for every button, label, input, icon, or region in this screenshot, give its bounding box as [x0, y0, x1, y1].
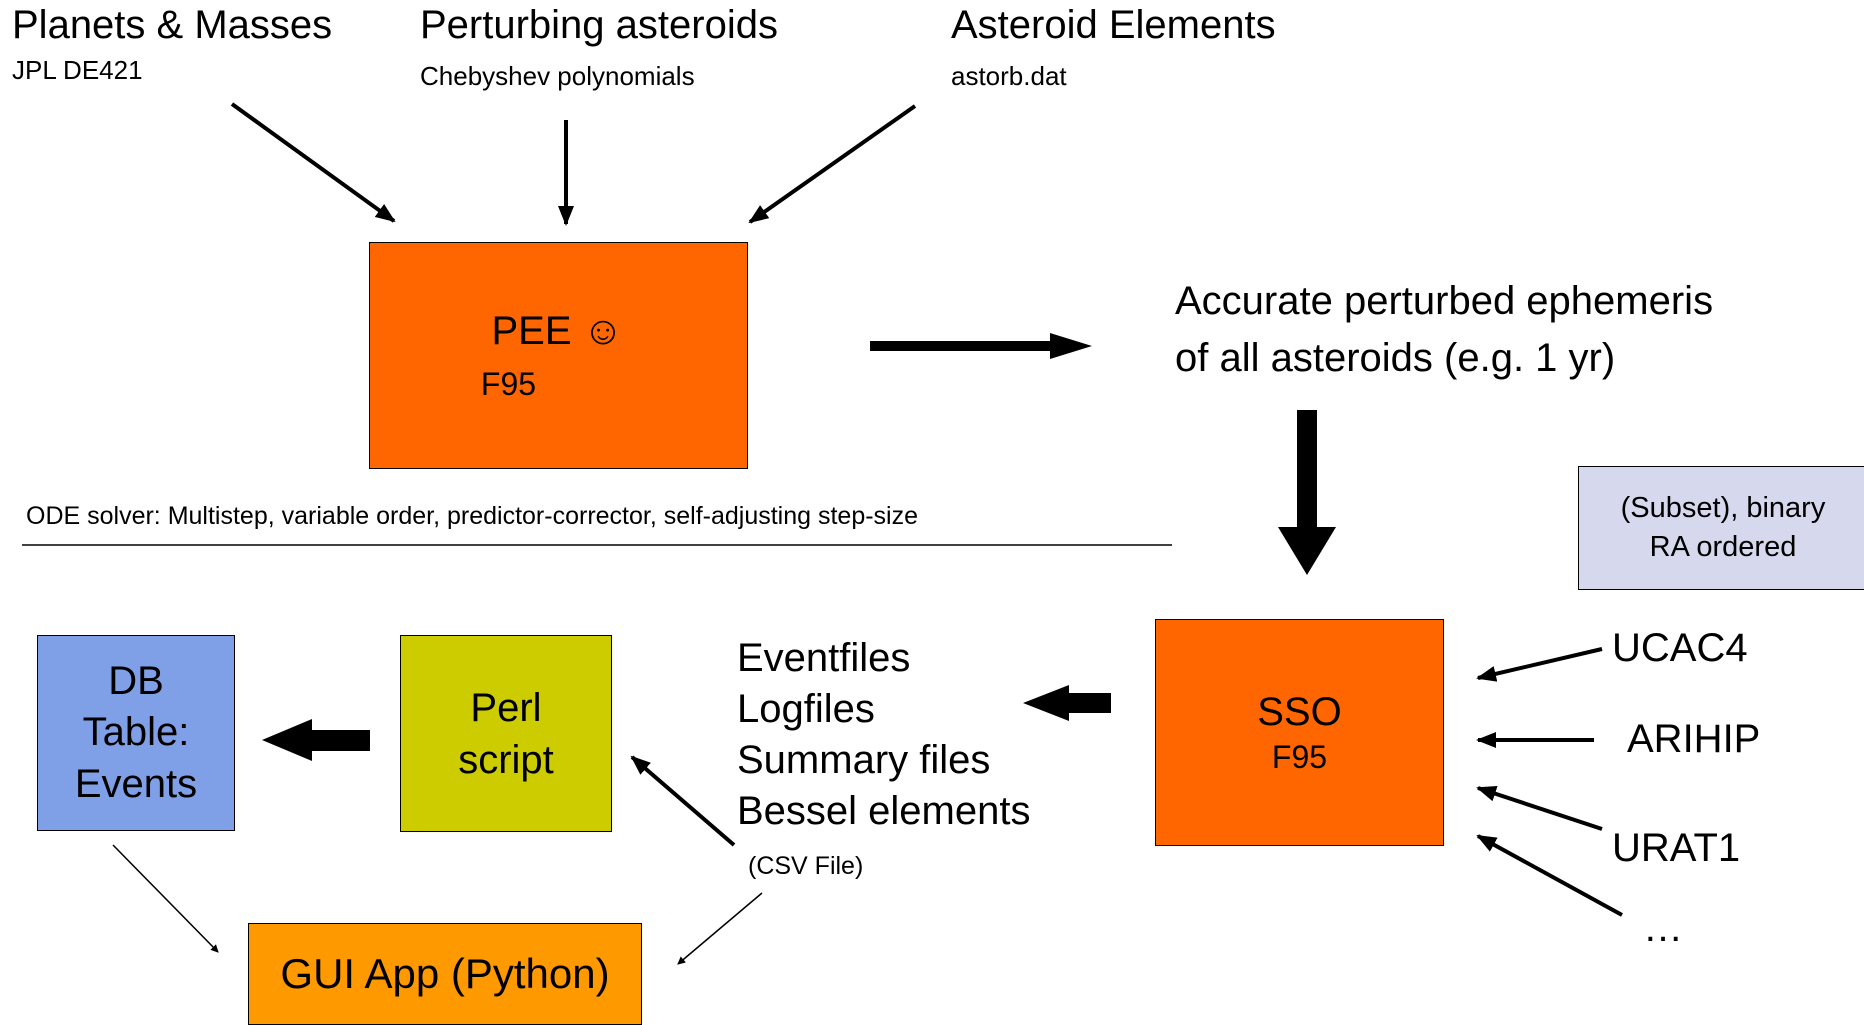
arrow-pee-to-ephemeris [870, 333, 1092, 359]
catalog-note-box: (Subset), binary RA ordered [1578, 466, 1864, 590]
catalog-urat1: URAT1 [1612, 826, 1741, 870]
output-logfiles: Logfiles [737, 687, 875, 731]
catalog-note-line-2: RA ordered [1649, 531, 1797, 563]
source-planets-subtitle: JPL DE421 [12, 55, 143, 85]
db-box-line-1: DB [108, 659, 164, 704]
ephemeris-line-2: of all asteroids (e.g. 1 yr) [1175, 336, 1616, 380]
arrow-csv-to-perl [630, 755, 736, 847]
catalog-ucac4: UCAC4 [1612, 626, 1748, 670]
source-perturbers-title: Perturbing asteroids [420, 3, 778, 47]
sso-box: SSO F95 [1155, 619, 1444, 846]
output-summary-files: Summary files [737, 738, 991, 782]
source-perturbers-subtitle: Chebyshev polynomials [420, 61, 695, 91]
arrow-sso-to-outputs [1023, 685, 1111, 721]
output-format: (CSV File) [748, 852, 864, 880]
arrow-ephemeris-to-sso [1278, 410, 1336, 575]
catalog-arihip: ARIHIP [1627, 717, 1761, 761]
solver-note: ODE solver: Multistep, variable order, p… [26, 502, 919, 530]
catalog-more: … [1643, 906, 1683, 950]
perl-script-box: Perl script [400, 635, 612, 832]
arrow-ucac4-to-sso [1476, 647, 1603, 682]
arrow-db-to-gui [112, 844, 219, 953]
ephemeris-line-1: Accurate perturbed ephemeris [1175, 279, 1714, 323]
catalog-note-line-1: (Subset), binary [1620, 492, 1826, 524]
pee-box-subtitle: F95 [480, 365, 537, 402]
db-box-line-3: Events [74, 761, 198, 806]
gui-box-label: GUI App (Python) [280, 950, 610, 997]
arrow-planets-to-pee [230, 102, 396, 223]
pee-box: PEE ☺ F95 [369, 242, 748, 469]
sso-box-title: SSO [1257, 689, 1342, 734]
source-elements-title: Asteroid Elements [951, 3, 1276, 47]
source-elements-subtitle: astorb.dat [951, 61, 1067, 91]
perl-box-line-1: Perl [470, 685, 542, 730]
gui-app-box: GUI App (Python) [248, 923, 642, 1025]
db-box-line-2: Table: [82, 710, 190, 755]
arrow-more-to-sso [1476, 834, 1623, 917]
source-planets-title: Planets & Masses [12, 3, 333, 47]
arrow-csv-to-gui [677, 892, 763, 965]
pee-box-title: PEE ☺ [491, 308, 624, 353]
output-bessel-elements: Bessel elements [737, 789, 1031, 833]
arrow-urat1-to-sso [1476, 786, 1603, 831]
arrow-elements-to-pee [748, 104, 917, 224]
output-eventfiles: Eventfiles [737, 636, 911, 680]
perl-box-line-2: script [458, 737, 554, 782]
sso-box-subtitle: F95 [1271, 738, 1328, 775]
db-table-box: DB Table: Events [37, 635, 235, 831]
arrow-perl-to-db [262, 719, 370, 761]
